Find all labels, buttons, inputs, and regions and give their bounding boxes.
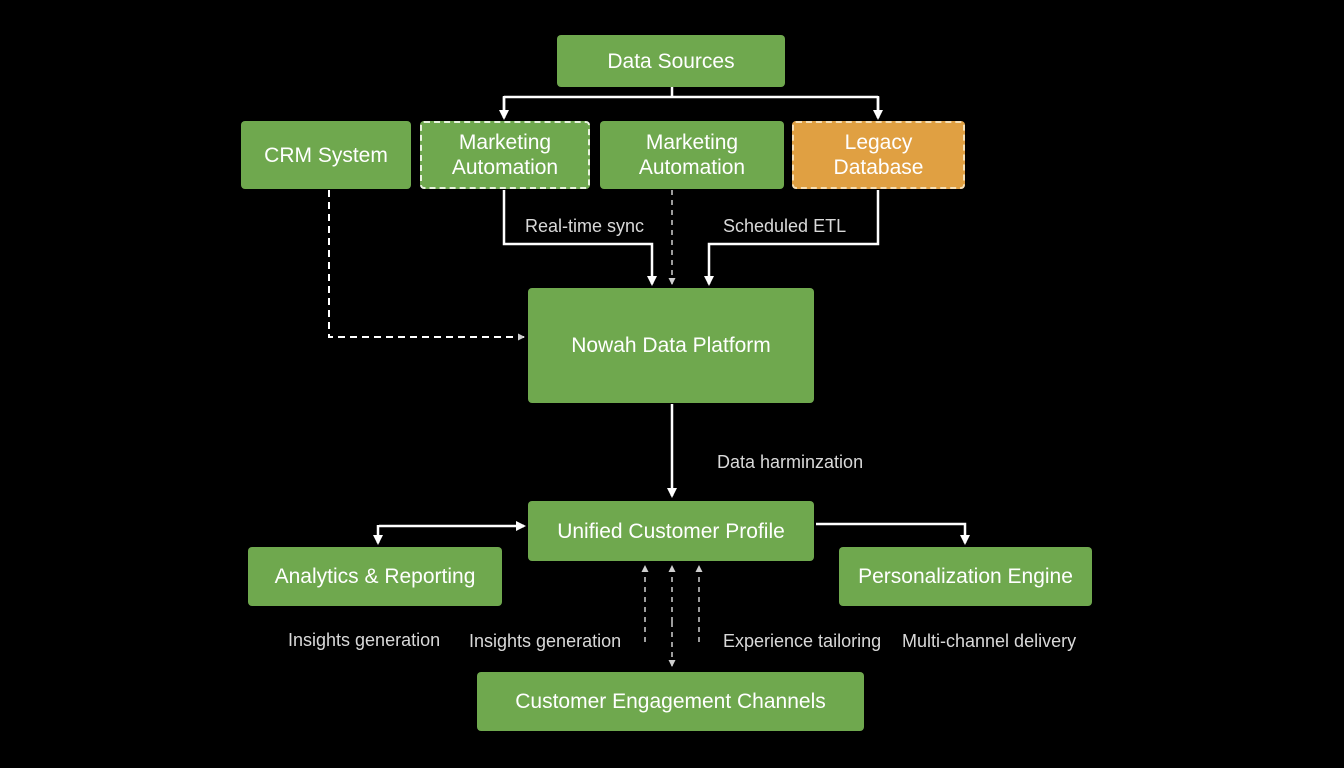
node-marketing-automation-2: Marketing Automation <box>600 121 784 189</box>
node-legacy-database-line2: Database <box>833 156 924 179</box>
label-insights-left: Insights generation <box>288 630 441 650</box>
node-personalization-engine: Personalization Engine <box>839 547 1092 606</box>
node-data-sources-label: Data Sources <box>607 49 735 73</box>
connector-realtime-sync <box>502 190 657 286</box>
node-analytics-reporting: Analytics & Reporting <box>248 547 502 606</box>
node-engagement-channels: Customer Engagement Channels <box>477 672 864 731</box>
node-unified-profile: Unified Customer Profile <box>528 501 814 561</box>
node-legacy-database: Legacy Database <box>792 121 965 189</box>
connector-sources-split <box>502 87 880 116</box>
node-data-platform: Nowah Data Platform <box>528 288 814 403</box>
node-marketing-automation-1: Marketing Automation <box>420 121 590 189</box>
node-marketing-automation-2-line1: Marketing <box>645 131 739 154</box>
node-marketing-automation-1-line1: Marketing <box>458 131 552 154</box>
connector-profile-to-personalization <box>816 522 970 545</box>
node-personalization-engine-label: Personalization Engine <box>858 565 1073 588</box>
label-data-harmonization: Data harminzation <box>717 452 864 472</box>
node-data-sources: Data Sources <box>557 35 785 87</box>
label-realtime-sync: Real-time sync <box>525 216 645 236</box>
connector-scheduled-etl <box>704 190 880 286</box>
node-marketing-automation-2-line2: Automation <box>638 156 746 179</box>
connector-crm-to-platform <box>328 190 525 341</box>
node-engagement-channels-label: Customer Engagement Channels <box>515 690 826 713</box>
node-analytics-reporting-label: Analytics & Reporting <box>274 565 476 588</box>
label-scheduled-etl: Scheduled ETL <box>723 216 847 236</box>
node-unified-profile-label: Unified Customer Profile <box>557 519 785 543</box>
node-legacy-database-line1: Legacy <box>844 131 913 154</box>
label-multichannel-delivery: Multi-channel delivery <box>902 631 1077 651</box>
node-data-platform-label: Nowah Data Platform <box>571 334 771 357</box>
node-crm-system: CRM System <box>241 121 411 189</box>
label-experience-tailoring: Experience tailoring <box>723 631 882 651</box>
label-insights-center: Insights generation <box>469 631 622 651</box>
node-crm-system-label: CRM System <box>264 143 388 167</box>
node-marketing-automation-1-line2: Automation <box>451 156 559 179</box>
